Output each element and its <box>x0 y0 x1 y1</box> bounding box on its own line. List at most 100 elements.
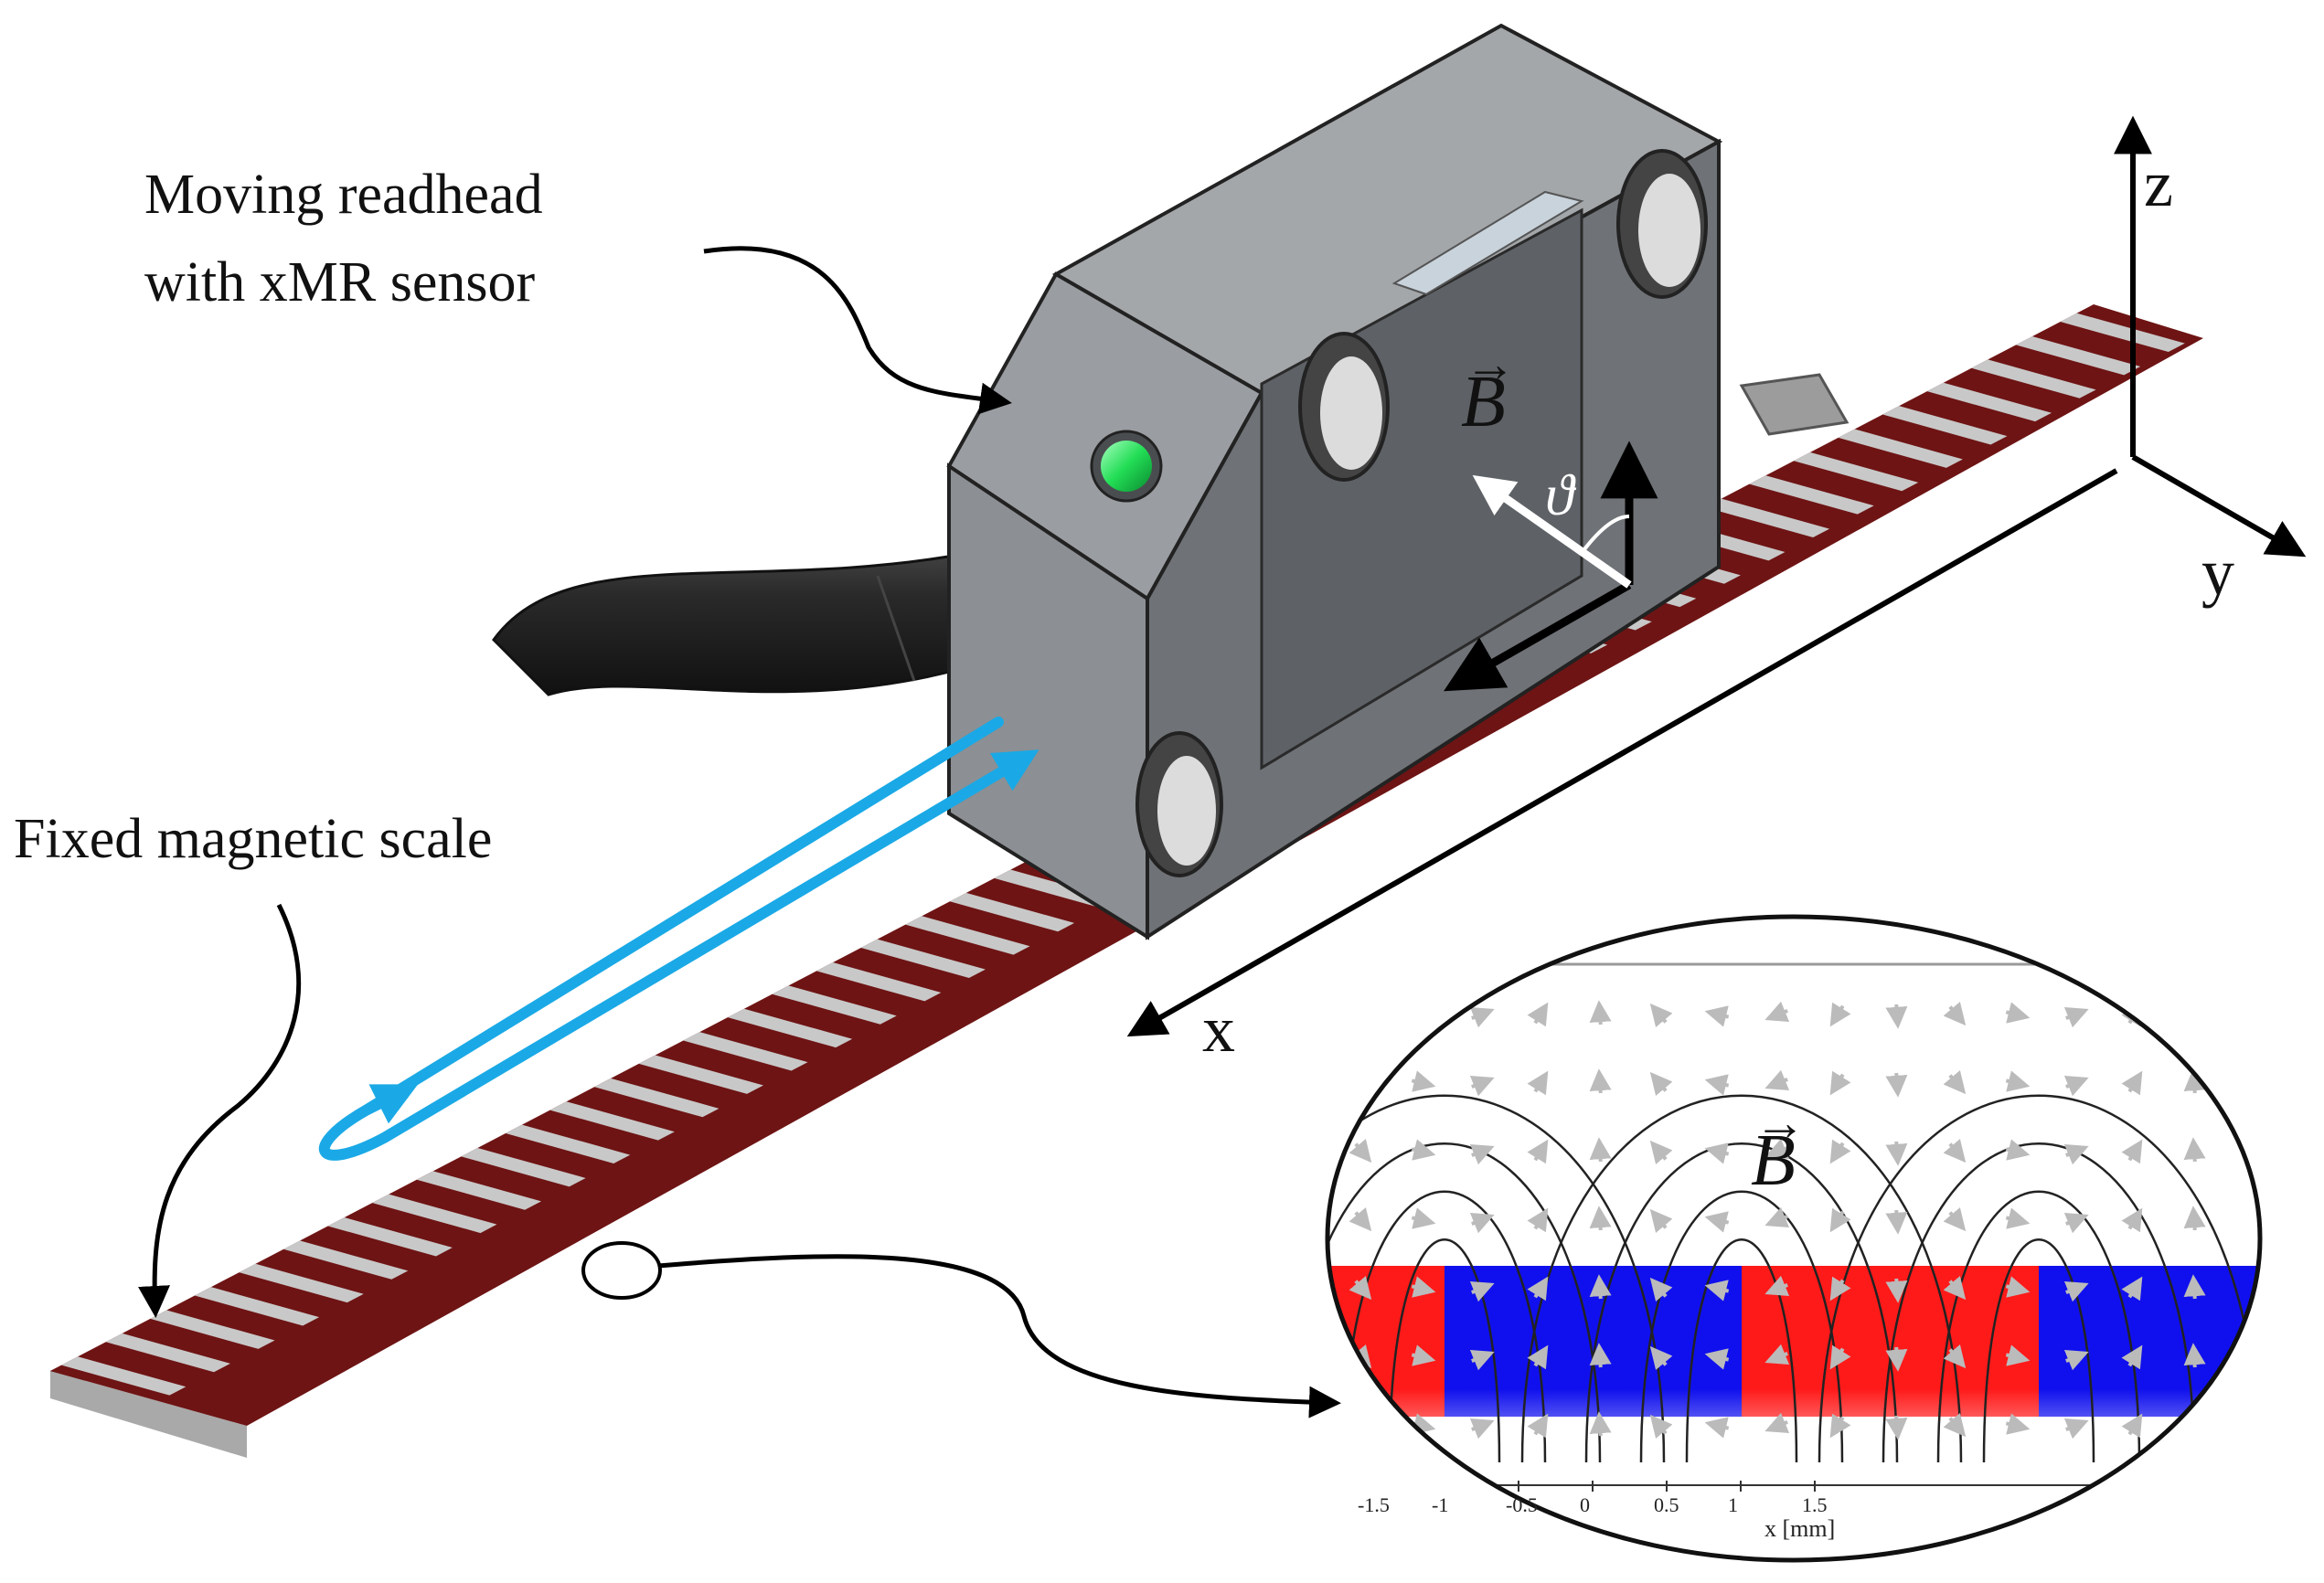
field-arrow <box>1704 1348 1730 1370</box>
scale-stripe <box>816 961 942 1002</box>
field-arrow <box>1885 1141 1908 1166</box>
scale-stripe <box>1794 452 1919 492</box>
field-inset <box>1325 914 2263 1563</box>
inset-tick-label: -1.5 <box>1358 1493 1390 1516</box>
field-arrow <box>1469 1349 1495 1371</box>
field-arrow <box>1527 1276 1549 1301</box>
scale-stripe <box>194 1287 320 1326</box>
field-arrow <box>1885 1209 1908 1235</box>
field-arrow <box>1469 1418 1495 1440</box>
field-arrow <box>1885 1004 1908 1029</box>
readhead <box>946 23 1723 940</box>
field-arrow <box>2183 1206 2206 1231</box>
field-arrow <box>2183 1274 2206 1300</box>
field-arrow <box>2063 1006 2089 1028</box>
field-arrow <box>1649 1414 1673 1440</box>
scale-stripe <box>461 1147 586 1187</box>
scale-stripe <box>327 1217 453 1257</box>
field-arrow <box>2183 1000 2206 1025</box>
field-arrow <box>1829 1002 1851 1027</box>
axis-y-label: y <box>2201 536 2234 609</box>
field-arrows <box>1349 1000 2206 1440</box>
field-arrow <box>2063 1280 2089 1302</box>
field-arrow <box>1704 1005 1730 1027</box>
field-arrow <box>2183 1137 2206 1163</box>
field-arrow <box>1764 1069 1790 1091</box>
inset-frame <box>1325 914 2263 1563</box>
field-arrow <box>2005 1070 2031 1092</box>
angle-arc <box>1580 515 1630 555</box>
field-arrow <box>1829 1207 1851 1233</box>
field-arrow <box>1411 1344 1436 1366</box>
field-arrow <box>2063 1418 2089 1440</box>
field-arrow <box>1349 1206 1372 1232</box>
scale-stripe <box>638 1055 764 1094</box>
inset-tick-label: 0 <box>1580 1493 1590 1516</box>
readhead-label: Moving readhead with xMR sensor <box>144 151 543 326</box>
scale-stripe <box>372 1194 497 1234</box>
scale-stripe <box>2060 313 2185 353</box>
callouts <box>138 246 1341 1418</box>
field-arrow <box>1704 1417 1730 1439</box>
axis-z-label: z <box>2144 147 2173 220</box>
scale-stripe <box>1704 498 1830 537</box>
field-arrow <box>1649 1140 1673 1165</box>
field-arrow <box>2121 1070 2143 1096</box>
field-arrow <box>1885 1072 1908 1098</box>
field-arrow <box>2005 1344 2031 1366</box>
field-arrow <box>1649 1071 1673 1097</box>
scale-stripe <box>549 1101 675 1141</box>
field-vector-label: → B <box>1461 336 1516 442</box>
field-arrow <box>1411 1207 1436 1229</box>
sensor-axes <box>1444 441 1658 692</box>
field-arrow <box>1764 1412 1790 1434</box>
scale-stripe <box>949 892 1075 932</box>
field-arrow <box>1589 1000 1612 1025</box>
scale-stripe <box>905 916 1030 955</box>
field-arrow <box>1469 1006 1495 1028</box>
field-arrow <box>2121 1207 2143 1233</box>
global-axes <box>1126 115 2307 1037</box>
field-arrow <box>1469 1280 1495 1302</box>
field-arrow <box>1829 1139 1851 1164</box>
field-arrow <box>2005 1276 2031 1298</box>
scale-stripe <box>239 1263 364 1303</box>
scale-stripe <box>772 985 897 1025</box>
scale-stripe <box>283 1240 409 1280</box>
field-line <box>1818 1094 2260 1463</box>
field-arrow <box>1829 1070 1851 1096</box>
field-arrow <box>1764 1138 1790 1160</box>
field-arrow <box>1704 1142 1730 1164</box>
field-arrow <box>1764 1344 1790 1365</box>
field-arrow <box>1589 1411 1612 1437</box>
field-arrow <box>1349 1275 1372 1301</box>
field-arrow <box>1764 1001 1790 1023</box>
scale-stripe <box>1838 429 1963 468</box>
field-arrow <box>1589 1137 1612 1163</box>
field-line <box>1342 1190 1547 1463</box>
field-arrow <box>1943 1206 1967 1232</box>
field-arrow <box>2005 1139 2031 1161</box>
inset-xlabel: x [mm] <box>1764 1515 1836 1542</box>
field-line <box>1584 1142 1899 1463</box>
field-arrow <box>1527 1002 1549 1027</box>
field-arrow <box>2183 1343 2206 1368</box>
field-arrow <box>2063 1349 2089 1371</box>
scale-stripe <box>860 939 986 979</box>
readhead-label-line1: Moving readhead <box>144 164 543 226</box>
inset-tick-label: 1 <box>1728 1493 1738 1516</box>
field-arrow <box>1411 1139 1436 1161</box>
inset-tick-label: 0.5 <box>1654 1493 1679 1516</box>
scale-stripe <box>506 1124 631 1163</box>
scale-stripe <box>1971 359 2096 398</box>
field-arrow <box>1589 1206 1612 1231</box>
field-arrow <box>2121 1344 2143 1370</box>
field-arrow <box>2063 1075 2089 1097</box>
field-vector-arrow <box>1472 474 1632 589</box>
field-arrow <box>1469 1075 1495 1097</box>
field-arrow <box>1885 1278 1908 1303</box>
scale-stripe <box>61 1356 187 1396</box>
field-arrow <box>1349 1069 1372 1095</box>
field-arrow <box>1589 1068 1612 1094</box>
